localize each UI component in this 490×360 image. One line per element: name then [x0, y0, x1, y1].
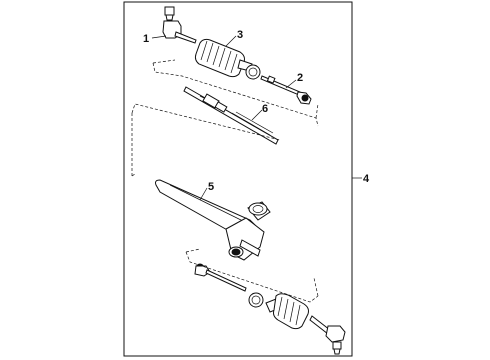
lower-tie-rod-end — [309, 315, 346, 355]
assembly-frame — [123, 1, 353, 357]
rack-bracket — [131, 103, 281, 141]
callout-1: 1 — [143, 33, 149, 45]
callout-4: 4 — [363, 173, 370, 185]
leader-6 — [251, 109, 263, 121]
callout-2: 2 — [297, 72, 303, 84]
lower-clamp-ring — [248, 292, 264, 308]
callout-5: 5 — [208, 181, 214, 193]
inner-tie-rod-lower — [194, 263, 247, 292]
leader-3 — [225, 35, 237, 47]
upper-bracket — [152, 62, 319, 127]
upper-clamp-ring — [245, 64, 261, 80]
rack-housing — [155, 179, 271, 261]
leader-5 — [199, 187, 208, 201]
leader-2 — [285, 79, 297, 89]
upper-boot — [194, 38, 253, 78]
rack-bar — [183, 86, 279, 145]
inner-tie-rod-upper — [260, 75, 312, 105]
callout-6: 6 — [262, 103, 268, 115]
leader-1 — [151, 35, 167, 39]
lower-boot — [265, 293, 309, 330]
callout-3: 3 — [237, 29, 243, 41]
lower-bracket — [185, 251, 319, 303]
upper-tie-rod-end — [162, 6, 197, 44]
